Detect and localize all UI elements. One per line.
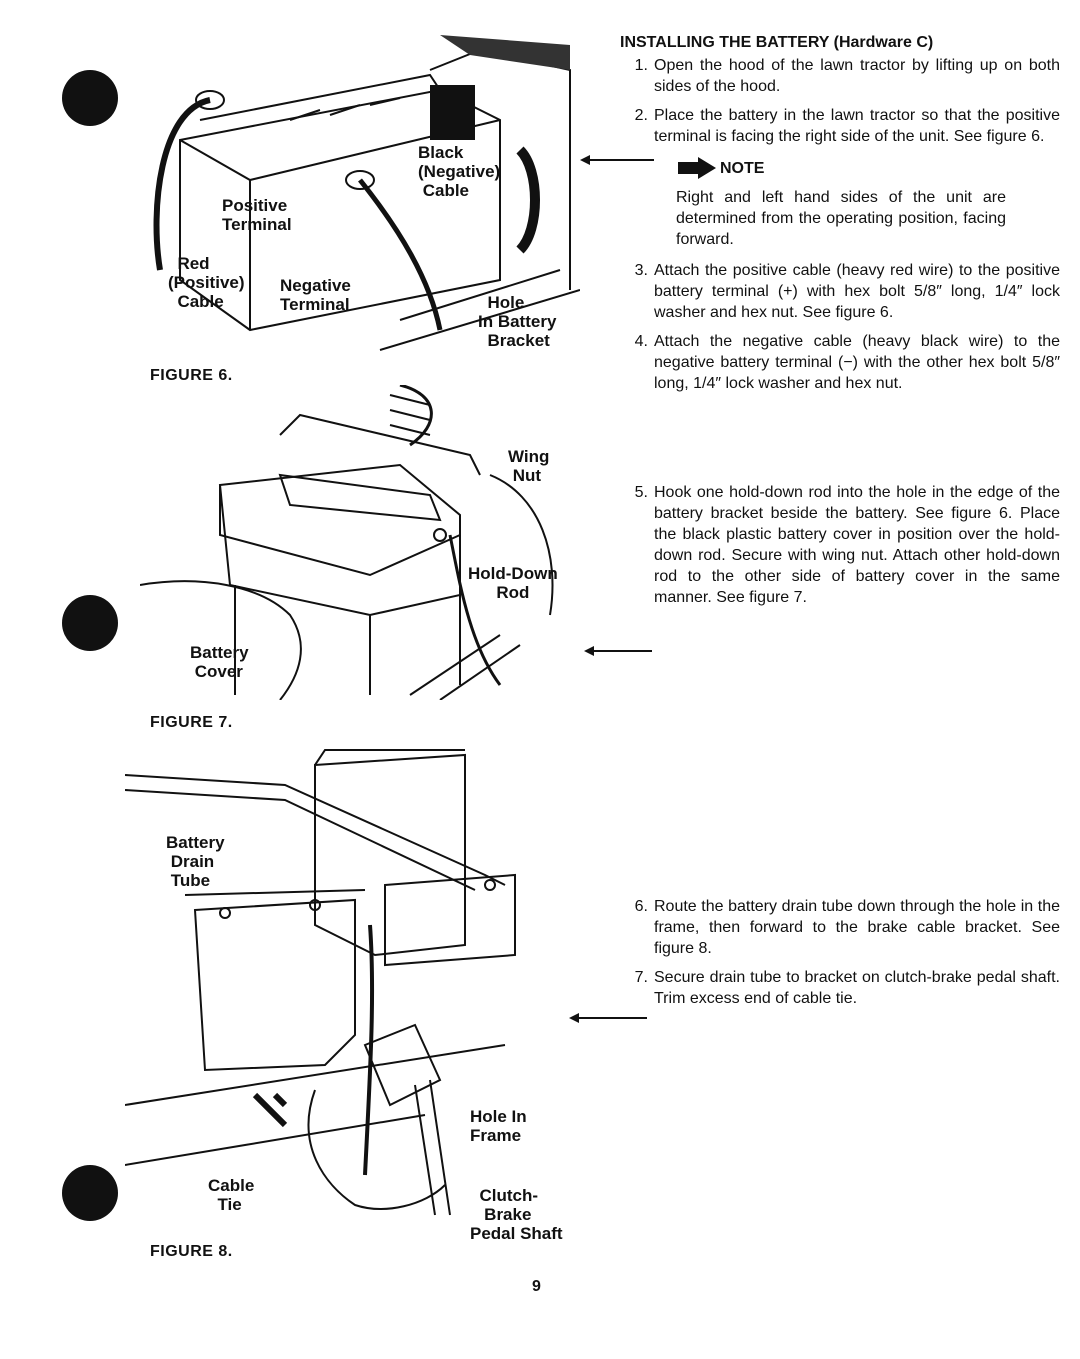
page-number: 9 (532, 1278, 541, 1295)
steps-group-2: 3. Attach the positive cable (heavy red w… (620, 260, 1060, 394)
step-number: 2. (634, 107, 648, 124)
step-number: 3. (634, 262, 648, 279)
instruction-step: 2. Place the battery in the lawn tractor … (620, 105, 1060, 147)
steps-group-3: 5. Hook one hold-down rod into the hole i… (620, 482, 1060, 608)
step-number: 6. (634, 898, 648, 915)
step-text: Place the battery in the lawn tractor so… (654, 107, 1060, 145)
pointer-arrow-step-2 (580, 155, 654, 165)
instruction-step: 6. Route the battery drain tube down thro… (620, 896, 1060, 959)
step-number: 5. (634, 484, 648, 501)
step-text: Attach the positive cable (heavy red wir… (654, 262, 1060, 321)
figure-8-drawing (125, 749, 516, 1216)
figure-8-caption: FIGURE 8. (150, 1243, 233, 1260)
step-number: 4. (634, 333, 648, 350)
step-text: Open the hood of the lawn tractor by lif… (654, 57, 1060, 95)
figure-7-illustration (140, 385, 580, 700)
steps-group-1: 1. Open the hood of the lawn tractor by l… (620, 55, 1060, 147)
figure-7-caption: FIGURE 7. (150, 714, 233, 731)
label-battery-cover: Battery Cover (190, 643, 249, 681)
step-text: Hook one hold-down rod into the hole in … (654, 484, 1060, 606)
arrow-right-icon (678, 157, 716, 179)
figure-8-illustration (125, 745, 585, 1235)
instructions-column: INSTALLING THE BATTERY (Hardware C) 1. Op… (620, 32, 1060, 1017)
binder-hole-middle (62, 595, 118, 651)
label-positive-terminal: Positive Terminal (222, 196, 292, 234)
instruction-step: 7. Secure drain tube to bracket on clutch… (620, 967, 1060, 1009)
binder-hole-bottom (62, 1165, 118, 1221)
label-clutch-brake-pedal-shaft: Clutch- Brake Pedal Shaft (470, 1186, 563, 1243)
step-number: 7. (634, 969, 648, 986)
note-text: Right and left hand sides of the unit ar… (676, 189, 1006, 248)
note-label: NOTE (720, 159, 765, 177)
label-hold-down-rod: Hold-Down Rod (468, 564, 558, 602)
label-negative-terminal: Negative Terminal (280, 276, 351, 314)
figure-7-drawing (140, 385, 554, 700)
label-red-positive-cable: Red (Positive) Cable (168, 254, 245, 311)
label-black-negative-cable: Black (Negative) Cable (418, 143, 501, 200)
figure-6-drawing (153, 35, 580, 351)
section-heading: INSTALLING THE BATTERY (Hardware C) (620, 34, 934, 51)
step-number: 1. (634, 57, 648, 74)
label-battery-drain-tube: Battery Drain Tube (166, 833, 225, 890)
pointer-arrow-step-6 (569, 1013, 647, 1023)
figure-6-illustration (140, 30, 580, 360)
figure-6-caption: FIGURE 6. (150, 367, 233, 384)
note-callout: NOTE (678, 157, 1060, 179)
step-text: Route the battery drain tube down throug… (654, 898, 1060, 957)
label-hole-in-battery-bracket: Hole In Battery Bracket (478, 293, 557, 350)
instruction-step: 4. Attach the negative cable (heavy black… (620, 331, 1060, 394)
instruction-step: 3. Attach the positive cable (heavy red w… (620, 260, 1060, 323)
instruction-step: 5. Hook one hold-down rod into the hole i… (620, 482, 1060, 608)
step-text: Attach the negative cable (heavy black w… (654, 333, 1060, 392)
instruction-step: 1. Open the hood of the lawn tractor by l… (620, 55, 1060, 97)
label-cable-tie: Cable Tie (208, 1176, 255, 1214)
label-hole-in-frame: Hole In Frame (470, 1107, 527, 1145)
label-wing-nut: Wing Nut (508, 447, 550, 485)
pointer-arrow-step-5 (584, 646, 652, 656)
binder-hole-top (62, 70, 118, 126)
step-text: Secure drain tube to bracket on clutch-b… (654, 969, 1060, 1007)
steps-group-4: 6. Route the battery drain tube down thro… (620, 896, 1060, 1009)
